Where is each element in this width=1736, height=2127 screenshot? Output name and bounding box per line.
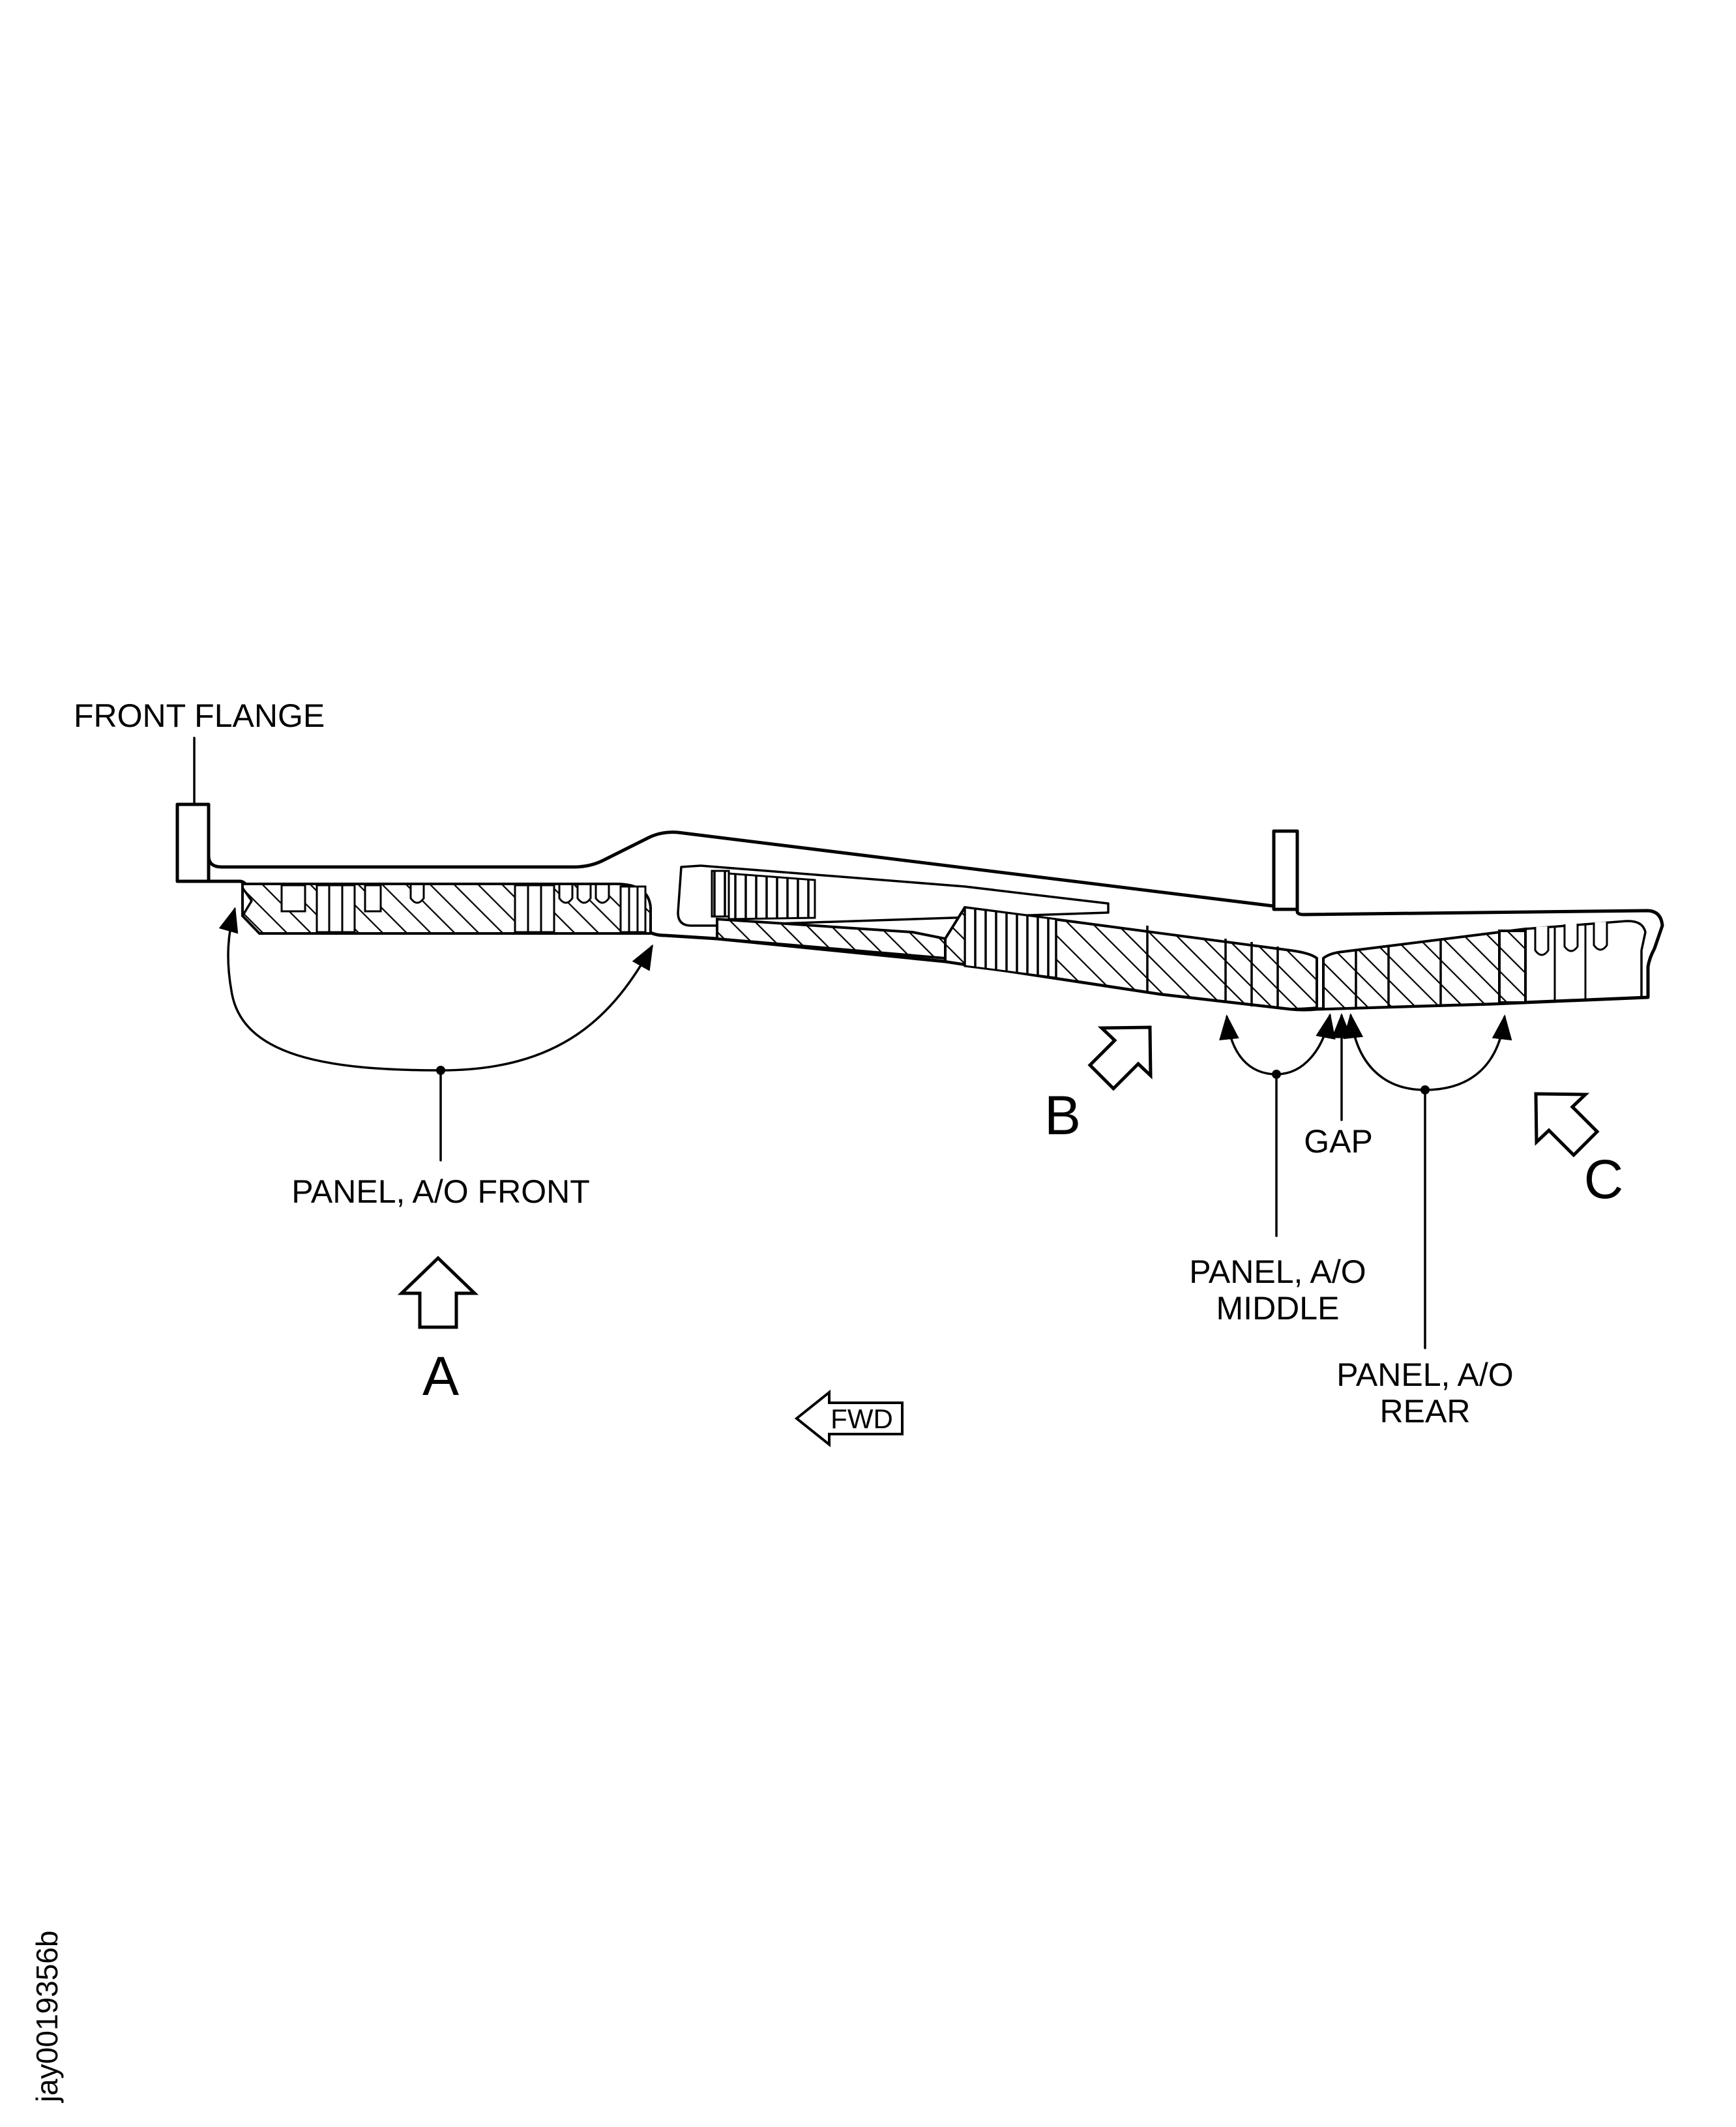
panel-front-bracket-left [218,907,442,1072]
panel-rear-bracket-left [1343,1013,1426,1091]
panel-middle-vline-block [711,870,730,918]
panel-rear-label-line2: REAR [1380,1393,1471,1430]
panel-middle-vline-run [728,872,816,920]
panel-middle-label-line2: MIDDLE [1216,1290,1340,1327]
panel-front-strip [241,883,652,935]
panel-rear-hatch [1322,927,1527,1011]
panel-middle-bracket-left [1219,1014,1278,1076]
panel-rear-dividers [1355,940,1442,1008]
panel-middle-recess [677,864,1110,927]
front-flange-tab [175,802,211,883]
view-a-label: A [422,1345,459,1407]
view-c-label: C [1584,1149,1624,1210]
fwd-label: FWD [831,1403,893,1434]
panel-assembly-cross-section [175,802,1664,1012]
gap-label: GAP [1304,1123,1373,1160]
panel-middle-callout [1219,1013,1336,1237]
panel-rear-label-line1: PANEL, A/O [1336,1357,1513,1393]
panel-middle-dividers [1055,919,1279,1009]
view-a-arrow-icon [397,1255,479,1329]
panel-front-bracket-right [439,944,653,1072]
panel-rear-strip [1322,920,1647,1011]
panel-front-chamfer [241,887,253,917]
panel-front-cutouts [280,884,647,933]
middle-rib [1272,829,1299,911]
figure-id-label: jay0019356b [30,1931,64,2104]
panel-middle-strip [677,864,1318,1011]
fwd-arrow-icon [794,1389,904,1448]
panel-front-callout [218,907,653,1162]
panel-middle-vline-zone [964,906,1057,979]
panel-middle-hatch-lower [716,917,947,960]
view-b-label: B [1044,1085,1081,1146]
panel-rear-callout [1343,1013,1512,1349]
panel-rear-notches [1534,922,1608,1001]
view-b-arrow-icon [1087,1025,1153,1091]
panel-middle-label-line1: PANEL, A/O [1189,1254,1366,1290]
view-c-arrow-icon [1534,1092,1600,1158]
front-flange-label: FRONT FLANGE [74,697,325,734]
panel-middle-bracket-right [1275,1013,1336,1076]
panel-front-label: PANEL, A/O FRONT [291,1173,590,1210]
panel-rear-tail [1524,920,1647,1004]
panel-rear-bracket-right [1424,1014,1512,1091]
panel-rear-hatch-block [1498,930,1527,1004]
